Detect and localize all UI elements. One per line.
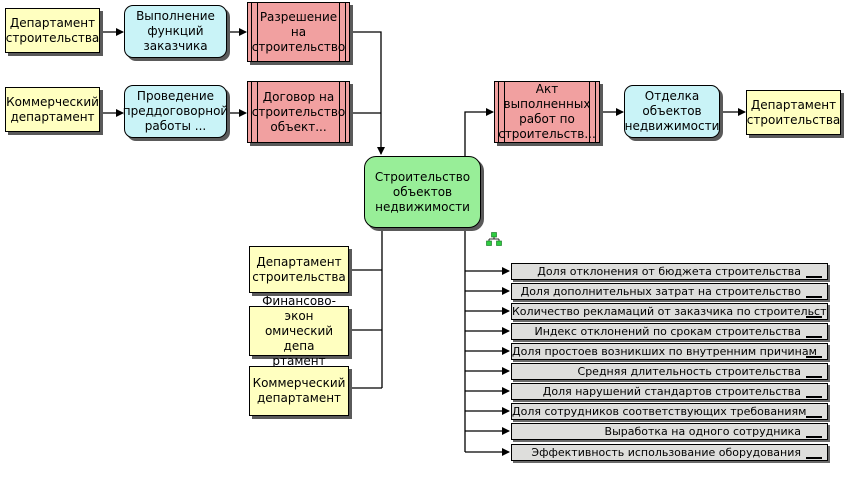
kpi-label: Доля сотрудников соответствующих требова… xyxy=(512,405,807,418)
function-finishing[interactable]: Отделка объектов недвижимости xyxy=(624,85,720,138)
org-unit-construction-right[interactable]: Департамент строительства xyxy=(746,90,841,135)
kpi-label: Выработка на одного сотрудника xyxy=(604,425,801,438)
kpi-tab-mark xyxy=(806,457,822,459)
document-permit[interactable]: Разрешение на строительство xyxy=(247,2,350,62)
kpi-item[interactable]: Выработка на одного сотрудника xyxy=(511,423,828,440)
kpi-item[interactable]: Индекс отклонений по срокам строительств… xyxy=(511,323,828,340)
kpi-tab-mark xyxy=(806,436,822,438)
org-unit-label: Коммерческий департамент xyxy=(6,94,99,124)
kpi-tab-mark xyxy=(806,416,822,418)
document-contract[interactable]: Договор на строительство объект... xyxy=(247,81,350,143)
kpi-label: Количество рекламаций от заказчика по ст… xyxy=(512,305,828,318)
kpi-tab-mark xyxy=(806,336,822,338)
kpi-label: Доля дополнительных затрат на строительс… xyxy=(520,285,801,298)
function-customer[interactable]: Выполнение функций заказчика xyxy=(124,5,227,58)
kpi-tab-mark xyxy=(806,296,822,298)
kpi-item[interactable]: Средняя длительность строительства xyxy=(511,363,828,380)
kpi-item[interactable]: Доля дополнительных затрат на строительс… xyxy=(511,283,828,300)
kpi-label: Индекс отклонений по срокам строительств… xyxy=(534,325,801,338)
kpi-item[interactable]: Доля сотрудников соответствующих требова… xyxy=(511,403,828,420)
kpi-label: Эффективность использование оборудования xyxy=(531,446,801,459)
kpi-tab-mark xyxy=(806,376,822,378)
kpi-tab-mark xyxy=(806,316,822,318)
function-label: Отделка объектов недвижимости xyxy=(624,89,720,133)
org-unit-label: Департамент строительства xyxy=(746,97,841,127)
kpi-item[interactable]: Доля нарушений стандартов строительства xyxy=(511,383,828,400)
tree-icon[interactable] xyxy=(486,232,502,246)
kpi-label: Доля нарушений стандартов строительства xyxy=(542,385,801,398)
kpi-tab-mark xyxy=(806,356,822,358)
kpi-label: Доля отклонения от бюджета строительства xyxy=(537,265,801,278)
kpi-item[interactable]: Доля отклонения от бюджета строительства xyxy=(511,263,828,280)
function-pre-contract[interactable]: Проведение преддоговорной работы ... xyxy=(123,85,228,138)
document-label: Акт выполненных работ по строительств... xyxy=(498,82,596,141)
document-label: Разрешение на строительство xyxy=(251,9,346,54)
org-unit-label: Департамент строительства xyxy=(5,15,100,45)
org-unit-label: Департамент строительства xyxy=(252,254,346,284)
kpi-item[interactable]: Доля простоев возникших по внутренним пр… xyxy=(511,343,828,360)
kpi-tab-mark xyxy=(806,396,822,398)
org-unit-construction-bottom[interactable]: Департамент строительства xyxy=(249,246,349,293)
kpi-item[interactable]: Количество рекламаций от заказчика по ст… xyxy=(511,303,828,320)
kpi-tab-mark xyxy=(806,276,822,278)
main-process[interactable]: Строительство объектов недвижимости xyxy=(364,156,481,228)
connector-line xyxy=(351,31,385,155)
function-label: Проведение преддоговорной работы ... xyxy=(122,89,229,133)
function-label: Выполнение функций заказчика xyxy=(136,9,215,53)
org-unit-label: Коммерческий департамент xyxy=(252,376,346,405)
main-process-label: Строительство объектов недвижимости xyxy=(374,169,471,214)
document-label: Договор на строительство объект... xyxy=(251,89,346,134)
org-unit-finance[interactable]: Финансово-экон омический депа ртамент xyxy=(249,294,349,368)
org-unit-commercial-mid[interactable]: Коммерческий департамент xyxy=(5,87,100,132)
kpi-label: Доля простоев возникших по внутренним пр… xyxy=(512,345,817,358)
org-unit-construction-top[interactable]: Департамент строительства xyxy=(5,8,100,53)
connector-line xyxy=(464,108,494,156)
org-unit-label: Финансово-экон омический депа ртамент xyxy=(262,293,336,368)
kpi-label: Средняя длительность строительства xyxy=(577,365,801,378)
org-unit-commercial-bottom[interactable]: Коммерческий департамент xyxy=(249,366,349,416)
document-act[interactable]: Акт выполненных работ по строительств... xyxy=(494,81,600,143)
kpi-item[interactable]: Эффективность использование оборудования xyxy=(511,444,828,461)
